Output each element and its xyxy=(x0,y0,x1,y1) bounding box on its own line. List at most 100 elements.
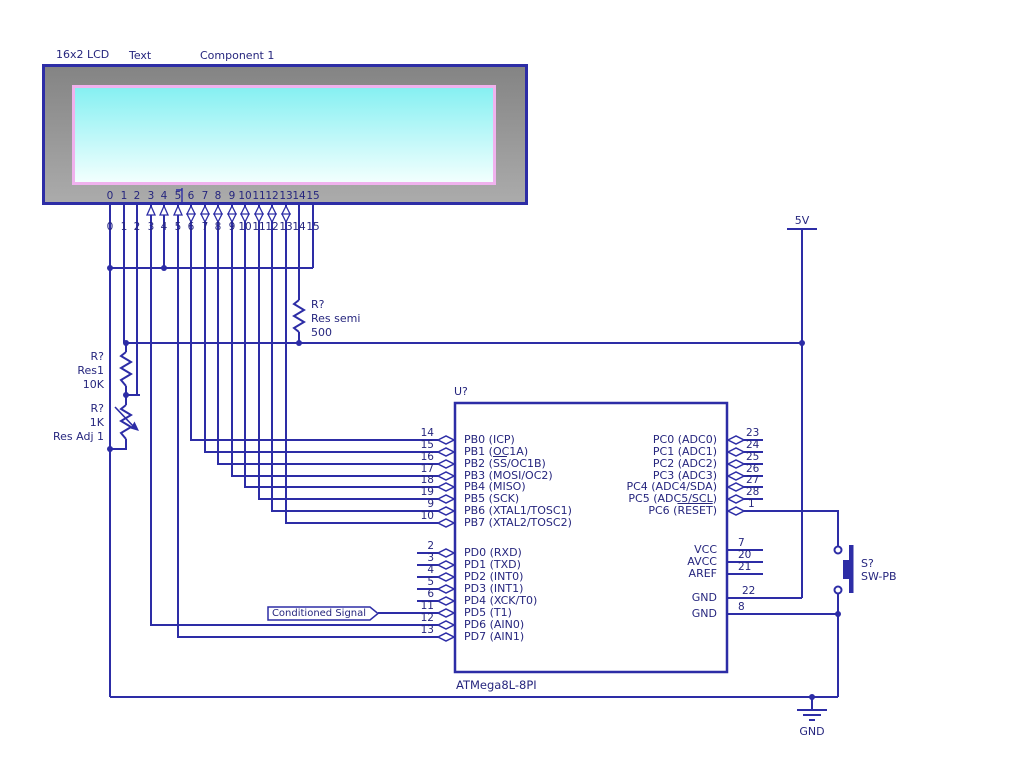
switch-ref: S? xyxy=(861,557,874,570)
wire-lcd7-pb1 xyxy=(204,205,438,453)
wire-pinnum: 8 xyxy=(214,221,222,233)
pin-label: PC1 (ADC1) xyxy=(652,445,717,458)
pin-num: 3 xyxy=(427,552,434,564)
pin-num: 8 xyxy=(738,601,745,613)
pin-num: 16 xyxy=(420,451,434,463)
pin-label: PD6 (AIN0) xyxy=(464,618,525,631)
pin-label: PB1 (OC1A) xyxy=(464,445,529,458)
pin-num: 20 xyxy=(738,549,752,561)
pin-num: 7 xyxy=(738,537,745,549)
lcd-pinnum: 13 xyxy=(279,190,293,202)
mcu-part: ATMega8L-8PI xyxy=(456,678,537,692)
lcd-pin5-tick xyxy=(176,188,183,202)
wire-pinnum: 7 xyxy=(201,221,209,233)
pin-label: PC0 (ADC0) xyxy=(652,433,717,446)
lcd-pinnum: 8 xyxy=(214,190,222,202)
lcd-pinnum: 10 xyxy=(238,190,252,202)
pin-label: PD3 (INT1) xyxy=(464,582,524,595)
r500-ref: R? xyxy=(311,298,325,311)
wire-lcd3-pd6 xyxy=(150,205,438,626)
pin-label: PB2 (SS/OC1B) xyxy=(464,457,546,470)
wire-lcd6-pb0 xyxy=(190,205,438,441)
wire-lcd8-pb2 xyxy=(217,205,438,465)
pin-num: 19 xyxy=(420,486,434,498)
pin-label: PD2 (INT0) xyxy=(464,570,524,583)
pin-label: PB3 (MOSI/OC2) xyxy=(464,469,553,482)
pin-label: PC6 (RESET) xyxy=(648,504,717,517)
pin-num: 11 xyxy=(420,600,434,612)
pin-label: PB5 (SCK) xyxy=(464,492,520,505)
gnd-label: GND xyxy=(799,725,825,738)
junction-dots xyxy=(107,265,841,700)
pin-num: 5 xyxy=(427,576,434,588)
net-flag[interactable] xyxy=(267,606,380,621)
wire-pinnum: 1 xyxy=(120,221,128,233)
r1k-value: 1K xyxy=(89,416,104,429)
pin-label: PB7 (XTAL2/TOSC2) xyxy=(464,516,572,529)
pin-label: PB6 (XTAL1/TOSC1) xyxy=(464,504,572,517)
wire-pinnum: 11 xyxy=(252,221,266,233)
resistor-500-symbol[interactable] xyxy=(292,299,306,333)
lcd-screen xyxy=(72,85,496,185)
wire-pinnum: 4 xyxy=(160,221,168,233)
lcd-pinnum: 9 xyxy=(228,190,236,202)
pin-num: 4 xyxy=(427,564,434,576)
pin-label: PC4 (ADC4/SDA) xyxy=(626,480,717,493)
lcd-pinnum: 15 xyxy=(306,190,320,202)
wire-lcd13-pb7 xyxy=(285,205,438,524)
wire-lcd12-pb6 xyxy=(271,205,438,512)
wire-pinnum: 5 xyxy=(174,221,182,233)
wire-lcd11-pb5 xyxy=(258,205,438,500)
lcd-pin-arrows xyxy=(145,204,292,224)
lcd-pinnum: 0 xyxy=(106,190,114,202)
pin-label: PD1 (TXD) xyxy=(464,558,521,571)
lcd-text-label: Text xyxy=(129,49,152,62)
mcu-left-pin-diamonds xyxy=(436,435,456,642)
pin-label: PC2 (ADC2) xyxy=(652,457,717,470)
pin-num: 2 xyxy=(427,540,434,552)
pin-label: PD4 (XCK/T0) xyxy=(464,594,538,607)
switch-symbol[interactable] xyxy=(833,545,854,595)
wire-pc-stubs xyxy=(744,439,763,500)
vcc-5v-label: 5V xyxy=(794,214,810,227)
pin-num: 12 xyxy=(420,612,434,624)
lcd-pinnum: 4 xyxy=(160,190,168,202)
wire-lcd5-pd7 xyxy=(177,205,438,638)
wire-pinnum: 15 xyxy=(306,221,320,233)
pin-label: PD5 (T1) xyxy=(464,606,512,619)
lcd-title: 16x2 LCD xyxy=(56,48,110,61)
pin-num: 14 xyxy=(420,427,434,439)
wire-pd-stubs xyxy=(417,552,438,602)
gnd-symbol xyxy=(797,697,827,721)
lcd-pinnum: 3 xyxy=(147,190,155,202)
rheostat-arrowhead xyxy=(130,421,139,431)
wire-pinnum: 10 xyxy=(238,221,252,233)
pin-num: 13 xyxy=(420,624,434,636)
lcd-component[interactable] xyxy=(42,64,528,205)
wire-pinnum: 6 xyxy=(187,221,195,233)
switch-name: SW-PB xyxy=(861,570,897,583)
mcu-right-pin-diamonds xyxy=(726,435,746,516)
wire-pinnum: 0 xyxy=(106,221,114,233)
net-flag-label: Conditioned Signal xyxy=(271,608,367,619)
pin-num: 25 xyxy=(746,451,760,463)
lcd-pinnum: 7 xyxy=(201,190,209,202)
rheostat-arrow xyxy=(114,406,135,428)
lcd-component-label: Component 1 xyxy=(200,49,275,62)
wire-pinnum: 2 xyxy=(133,221,141,233)
r500-value: 500 xyxy=(311,326,332,339)
pin-label: PC5 (ADC5/SCL) xyxy=(628,492,717,505)
pin-label: PB4 (MISO) xyxy=(464,480,526,493)
wire-lcd9-pb3 xyxy=(231,205,438,477)
pin-num: 9 xyxy=(427,498,434,510)
pin-label: GND xyxy=(691,607,717,620)
wire-reset-switch xyxy=(744,510,839,547)
pin-label: PB0 (ICP) xyxy=(464,433,515,446)
pin-num: 10 xyxy=(420,510,434,522)
wire-pinnum: 14 xyxy=(292,221,306,233)
pin-num: 17 xyxy=(420,463,434,475)
mcu-body[interactable] xyxy=(453,401,729,674)
r10k-value: 10K xyxy=(82,378,104,391)
